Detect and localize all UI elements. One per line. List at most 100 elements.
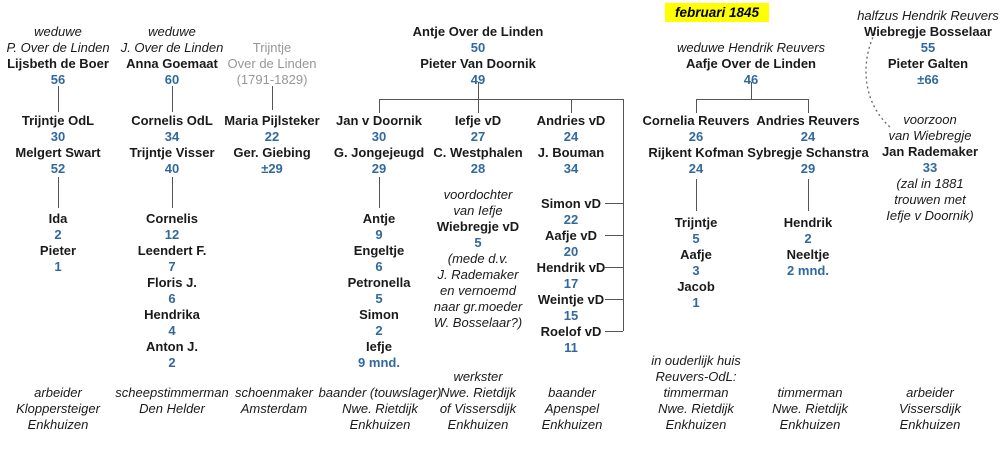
person-age: 52 bbox=[50, 161, 66, 176]
connector-line bbox=[58, 177, 59, 208]
annotation: J. Rademaker bbox=[437, 267, 519, 282]
connector-line bbox=[696, 99, 697, 113]
person-name: Pieter Galten bbox=[887, 56, 969, 71]
annotation: Enkhuizen bbox=[27, 417, 89, 432]
annotation: weduwe Hendrik Reuvers bbox=[676, 40, 826, 55]
annotation: Enkhuizen bbox=[779, 417, 841, 432]
person-age: 3 bbox=[692, 263, 700, 278]
person-name: Weintje vD bbox=[537, 292, 605, 307]
person-age: 50 bbox=[470, 40, 486, 55]
connector-line bbox=[379, 99, 623, 100]
person-name: Jacob bbox=[677, 279, 715, 294]
person-age: 55 bbox=[920, 40, 936, 55]
connector-line bbox=[379, 99, 380, 113]
annotation: Nwe. Rietdijk bbox=[342, 401, 418, 416]
annotation: arbeider bbox=[906, 385, 954, 400]
annotation: van Wiebregje bbox=[888, 128, 972, 143]
person-age: ±29 bbox=[261, 161, 283, 176]
person-name: Cornelia Reuvers bbox=[642, 113, 750, 128]
person-age: 17 bbox=[563, 276, 579, 291]
annotation: werkster bbox=[453, 369, 503, 384]
person-name: Antje bbox=[362, 211, 396, 226]
person-age: 1 bbox=[692, 295, 700, 310]
person-age: 7 bbox=[168, 259, 176, 274]
person-name: Cornelis bbox=[145, 211, 198, 226]
annotation: voorzoon bbox=[903, 112, 957, 127]
annotation: Nwe. Rietdijk bbox=[772, 401, 848, 416]
connector-line bbox=[605, 267, 623, 268]
annotation: Enkhuizen bbox=[541, 417, 603, 432]
person-age: 22 bbox=[563, 212, 579, 227]
annotation: Reuvers-OdL: bbox=[655, 369, 737, 384]
annotation: J. Over de Linden bbox=[120, 40, 224, 55]
person-name: Rijkent Kofman bbox=[648, 145, 744, 160]
person-age: 30 bbox=[371, 129, 387, 144]
annotation: (zal in 1881 bbox=[896, 176, 964, 191]
annotation: of Vissersdijk bbox=[439, 401, 517, 416]
annotation: W. Bosselaar?) bbox=[433, 315, 523, 330]
person-name: Cornelis OdL bbox=[131, 113, 213, 128]
person-age: 2 bbox=[54, 227, 62, 242]
person-name: Roelof vD bbox=[540, 324, 602, 339]
person-name: Lijsbeth de Boer bbox=[7, 56, 109, 71]
connector-line bbox=[172, 177, 173, 208]
person-name: G. Jongejeugd bbox=[333, 145, 425, 160]
person-age: 5 bbox=[375, 291, 383, 306]
person-age: 11 bbox=[564, 340, 578, 355]
annotation: Nwe. Rietdijk bbox=[440, 385, 516, 400]
annotation: Enkhuizen bbox=[349, 417, 411, 432]
person-name: Pieter Van Doornik bbox=[420, 56, 536, 71]
person-age: 24 bbox=[688, 161, 704, 176]
person-age: 60 bbox=[164, 72, 180, 87]
person-name: Jan v Doornik bbox=[336, 113, 422, 128]
person-name: Sybregje Schanstra bbox=[747, 145, 869, 160]
person-age: 49 bbox=[470, 72, 486, 87]
person-name: Hendrik bbox=[783, 215, 833, 230]
person-name: Aafje vD bbox=[544, 228, 598, 243]
annotation: Apenspel bbox=[544, 401, 600, 416]
annotation: in ouderlijk huis bbox=[651, 353, 741, 368]
person-name: Andries vD bbox=[536, 113, 606, 128]
connector-line bbox=[605, 331, 623, 332]
connector-line bbox=[605, 299, 623, 300]
connector-line bbox=[272, 86, 273, 110]
deceased-text: (1791-1829) bbox=[236, 72, 308, 87]
person-name: Aafje bbox=[680, 247, 712, 262]
annotation: Enkhuizen bbox=[447, 417, 509, 432]
person-age: 27 bbox=[470, 129, 486, 144]
person-name: Pieter bbox=[39, 243, 77, 258]
person-name: Andries Reuvers bbox=[756, 113, 860, 128]
connector-line bbox=[605, 235, 623, 236]
person-age: 56 bbox=[50, 72, 66, 87]
person-age: 46 bbox=[743, 72, 759, 87]
connector-line bbox=[379, 177, 380, 208]
person-name: Antje Over de Linden bbox=[412, 24, 544, 39]
person-age: 20 bbox=[563, 244, 579, 259]
annotation: van Iefje bbox=[453, 203, 503, 218]
annotation: weduwe bbox=[148, 24, 196, 39]
annotation: Den Helder bbox=[139, 401, 205, 416]
person-age: 2 bbox=[375, 323, 383, 338]
person-name: Melgert Swart bbox=[15, 145, 101, 160]
annotation: scheepstimmerman bbox=[115, 385, 229, 400]
connector-line bbox=[571, 99, 572, 113]
person-name: Wiebregje Bosselaar bbox=[864, 24, 992, 39]
person-name: J. Bouman bbox=[537, 145, 605, 160]
annotation: baander bbox=[548, 385, 596, 400]
